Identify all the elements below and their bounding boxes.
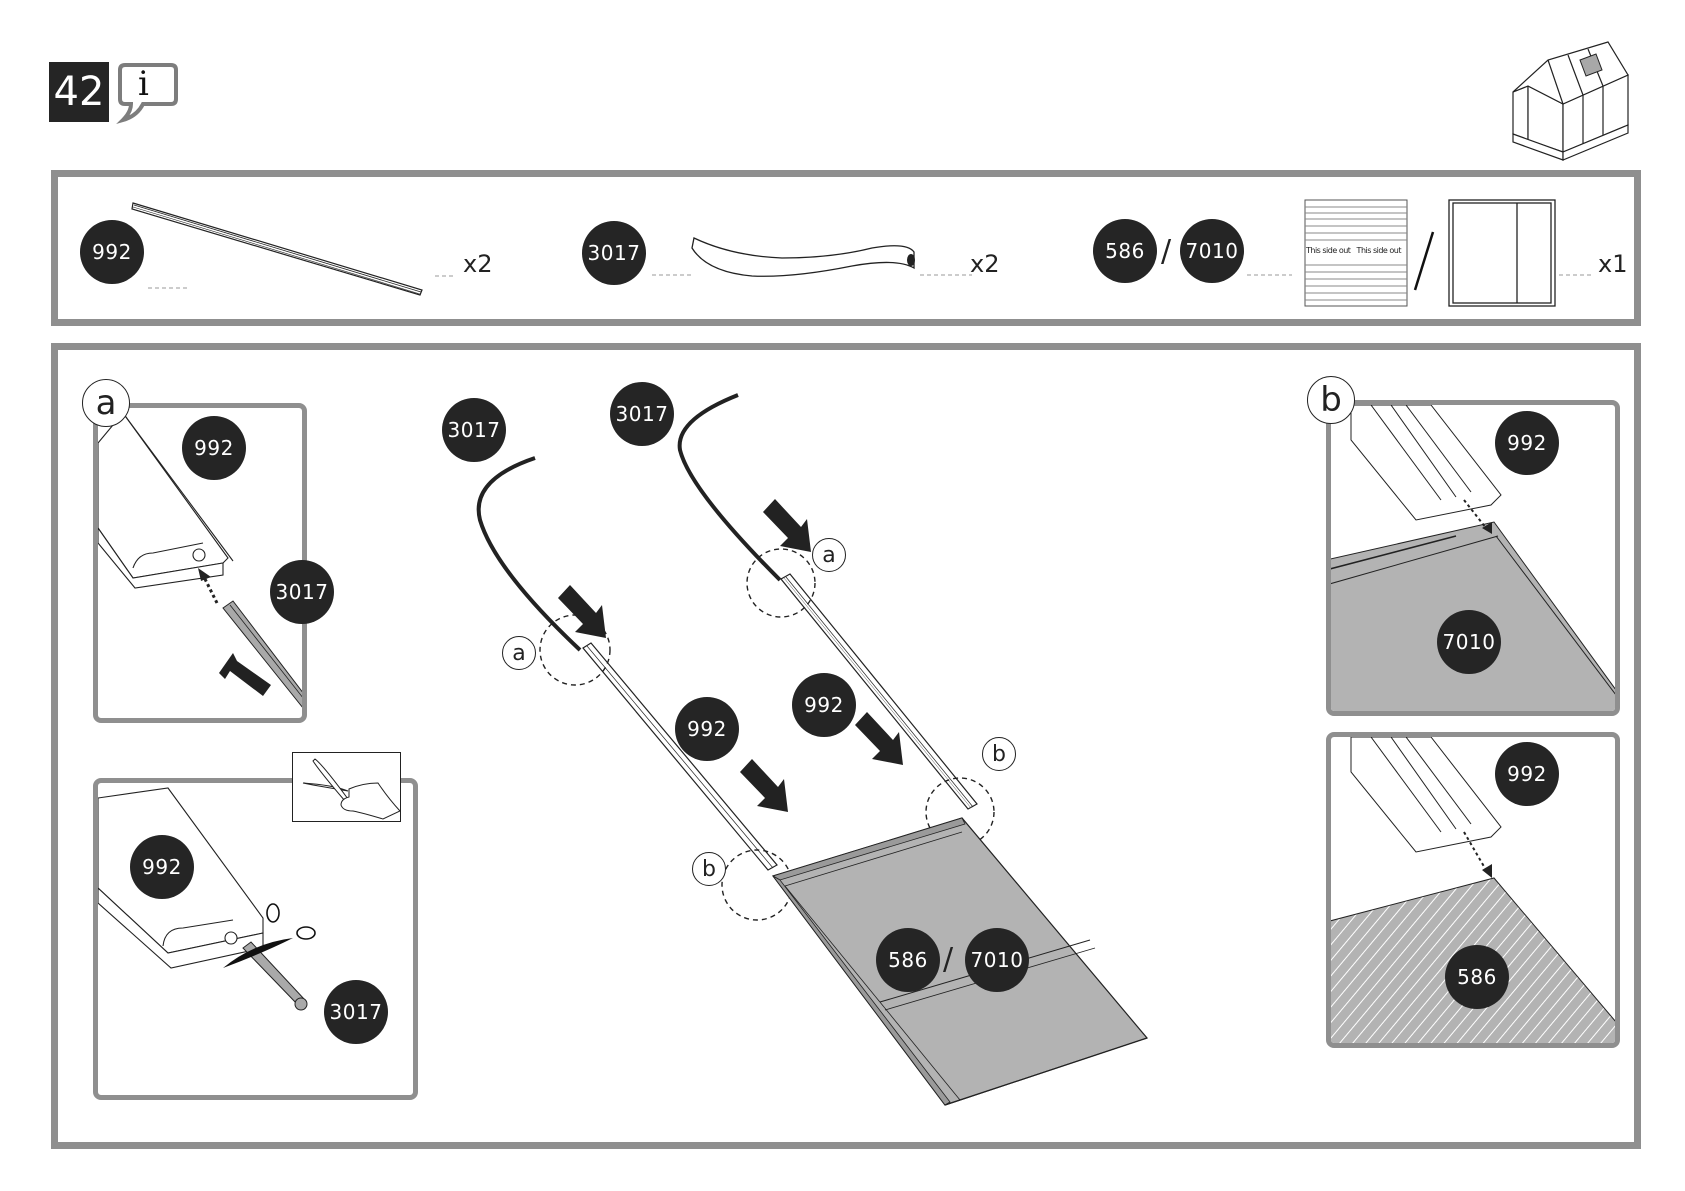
greenhouse-thumbnail-icon (1508, 40, 1638, 160)
rubber-seal-part-icon (652, 228, 982, 288)
part-quantity-panel: x1 (1598, 250, 1627, 278)
panel-orientation-label: This side out This side out (1306, 246, 1401, 255)
assembly-bar-label-right: 992 (792, 673, 856, 737)
detail-a-label-3017: 3017 (270, 560, 334, 624)
assembly-panel-label-586: 586 (876, 928, 940, 992)
part-quantity-992: x2 (463, 250, 492, 278)
assembly-panel-separator: / (943, 942, 953, 977)
part-separator: / (1161, 234, 1171, 269)
detail-a-cut-panel (93, 778, 418, 1100)
detail-a-label-992: 992 (182, 416, 246, 480)
detail-a-callout: a (82, 379, 130, 427)
detail-b-panel-label-586: 586 (1445, 945, 1509, 1009)
glazing-bar-part-icon (130, 200, 430, 300)
detail-b-bar-label-top: 992 (1495, 411, 1559, 475)
assembly-seal-label-right: 3017 (610, 382, 674, 446)
assembly-callout-b-right: b (982, 737, 1016, 771)
part-badge-586: 586 (1093, 219, 1157, 283)
part-badge-3017: 3017 (582, 221, 646, 285)
detail-a-cut-label-3017: 3017 (324, 980, 388, 1044)
cut-instruction-inset (292, 752, 401, 822)
assembly-bar-label-left: 992 (675, 697, 739, 761)
part-badge-7010: 7010 (1180, 219, 1244, 283)
assembly-seal-label-left: 3017 (442, 398, 506, 462)
info-icon: i (117, 62, 179, 124)
step-number: 42 (49, 62, 109, 122)
assembly-callout-a-right: a (812, 538, 846, 572)
part-quantity-3017: x2 (970, 250, 999, 278)
detail-a-cut-label-992: 992 (130, 835, 194, 899)
info-glyph: i (138, 64, 149, 104)
detail-b-bar-label-bottom: 992 (1495, 742, 1559, 806)
knife-cutting-hand-icon (293, 753, 400, 821)
assembly-panel-label-7010: 7010 (965, 928, 1029, 992)
assembly-callout-a-left: a (502, 636, 536, 670)
detail-b-callout: b (1307, 376, 1355, 424)
assembly-callout-b-left: b (692, 852, 726, 886)
detail-b-panel-label-7010: 7010 (1437, 610, 1501, 674)
assembly-diagram (440, 380, 1240, 1160)
